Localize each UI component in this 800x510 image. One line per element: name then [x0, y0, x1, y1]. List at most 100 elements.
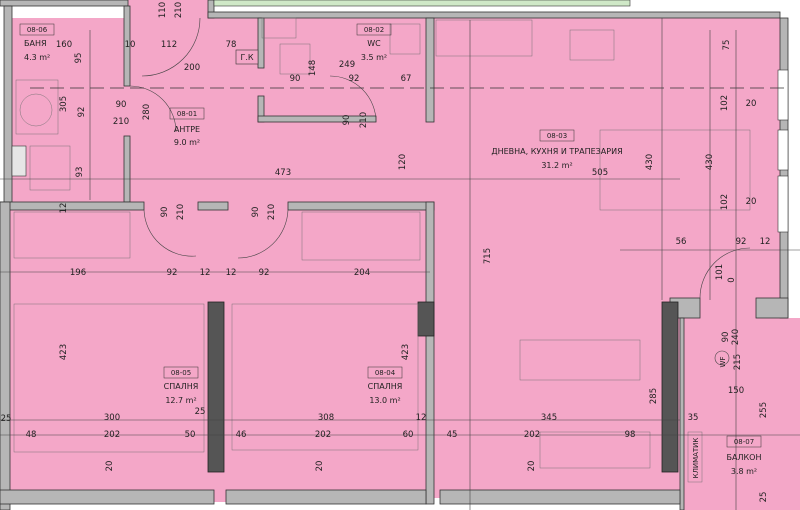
- dimension-label: 20: [527, 461, 537, 472]
- doors: [129, 17, 751, 299]
- air-conditioner-label: КЛИМАТИК: [692, 438, 700, 479]
- dimension-label: 112: [161, 40, 177, 50]
- room-name: СПАЛНЯ: [164, 382, 199, 391]
- dimension-label: 78: [226, 40, 237, 50]
- dimension-label: 92: [259, 268, 270, 278]
- fill-hall: [12, 136, 432, 206]
- room-label-balcony: 08-07 БАЛКОН 3.8 m²: [727, 435, 762, 476]
- dimension-label: 56: [676, 237, 687, 247]
- room-id: 08-05: [171, 369, 191, 377]
- dimension-label: 20: [315, 461, 325, 472]
- window: [777, 69, 789, 121]
- furniture: [11, 17, 751, 483]
- dimension-label: 92: [736, 237, 747, 247]
- room-id: 08-07: [734, 438, 754, 446]
- dimension-label: 102: [720, 95, 730, 111]
- column: [417, 301, 435, 337]
- wall: [123, 135, 131, 203]
- wall: [0, 201, 145, 211]
- window: [213, 0, 631, 7]
- room-name: БАЛКОН: [727, 453, 762, 462]
- room-name: ДНЕВНА, КУХНЯ И ТРАПЕЗАРИЯ: [491, 147, 622, 156]
- bed-mid-frame-icon: [231, 303, 419, 451]
- room-id-box: [356, 23, 392, 36]
- dimension-label: 10: [125, 40, 136, 50]
- wall: [123, 5, 131, 87]
- dimension-lines: [0, 18, 800, 510]
- dimension-label: 48: [26, 430, 37, 440]
- dimension-label: 90: [342, 115, 352, 126]
- air-conditioner-icon: [687, 431, 703, 483]
- wall: [0, 0, 129, 7]
- dimension-label: 12: [200, 268, 211, 278]
- room-area: 9.0 m²: [174, 138, 200, 147]
- room-area: 13.0 m²: [369, 396, 400, 405]
- column: [207, 301, 225, 473]
- room-labels: 08-06 БАНЯ 4.3 m² 08-02 WC 3.5 m² 08-01 …: [19, 23, 762, 476]
- door-icon: [237, 209, 289, 259]
- dimension-label: 430: [705, 154, 715, 170]
- window: [777, 129, 789, 171]
- room-id: 08-02: [364, 26, 384, 34]
- dining-table-icon: [539, 431, 651, 469]
- room-label-bathroom: 08-06 БАНЯ 4.3 m²: [19, 23, 55, 62]
- dimension-label: 90: [251, 207, 261, 218]
- wall: [257, 17, 265, 69]
- bathtub-icon: [15, 79, 59, 135]
- dimension-label: 196: [70, 268, 86, 278]
- dimension-label: 240: [731, 329, 741, 345]
- room-area: 3.5 m²: [361, 53, 387, 62]
- room-id: 08-03: [547, 132, 567, 140]
- wall: [0, 489, 215, 505]
- dimension-label: 35: [688, 413, 699, 423]
- dimension-label: 20: [105, 461, 115, 472]
- dimension-label: 93: [75, 167, 85, 178]
- room-label-living: 08-03 ДНЕВНА, КУХНЯ И ТРАПЕЗАРИЯ 31.2 m²: [491, 129, 623, 170]
- room-name: АНТРЕ: [174, 125, 200, 134]
- wall: [287, 201, 435, 211]
- wall: [0, 201, 11, 510]
- wall: [755, 297, 789, 319]
- radiator-icon: [11, 145, 27, 177]
- room-label-wc: 08-02 WC 3.5 m²: [356, 23, 392, 62]
- room-id-box: [169, 107, 205, 120]
- dimension-label: 202: [104, 430, 120, 440]
- room-id: 08-06: [27, 26, 48, 34]
- dimension-label: 25: [759, 492, 769, 503]
- dimension-label: 255: [759, 402, 769, 418]
- wall: [425, 17, 435, 123]
- bed-left-frame-icon: [13, 303, 205, 453]
- table-icon: [519, 339, 641, 381]
- wf-icon: [714, 350, 730, 366]
- fridge-icon: [569, 29, 615, 61]
- dimension-label: 12: [760, 237, 771, 247]
- room-id-box: [163, 366, 199, 379]
- column: [661, 301, 679, 473]
- sofa-icon: [599, 129, 751, 211]
- dimension-label: 25: [195, 407, 206, 417]
- dimension-label: 20: [746, 197, 757, 207]
- fill-bathroom: [12, 18, 124, 136]
- dimension-label: 45: [447, 430, 458, 440]
- dimension-label: 249: [339, 60, 355, 70]
- bed-mid-icon: [301, 211, 421, 261]
- room-name: СПАЛНЯ: [368, 382, 403, 391]
- room-id-box: [367, 366, 403, 379]
- dimension-label: 210: [174, 2, 184, 18]
- wall: [207, 11, 781, 19]
- dimension-label: 148: [308, 60, 318, 76]
- dimension-label: 473: [275, 168, 291, 178]
- dimension-label: 102: [720, 194, 730, 210]
- dimension-label: 280: [142, 104, 152, 120]
- dimension-label: 98: [625, 430, 636, 440]
- dimension-label: 90: [721, 332, 731, 343]
- kitchen-counter-icon: [435, 19, 533, 57]
- dimension-label: 50: [185, 430, 196, 440]
- dimension-label: 60: [403, 430, 414, 440]
- room-name: WC: [367, 39, 381, 48]
- dimension-label: 210: [359, 112, 369, 128]
- dimension-label: 92: [77, 107, 87, 118]
- room-id: 08-04: [375, 369, 396, 377]
